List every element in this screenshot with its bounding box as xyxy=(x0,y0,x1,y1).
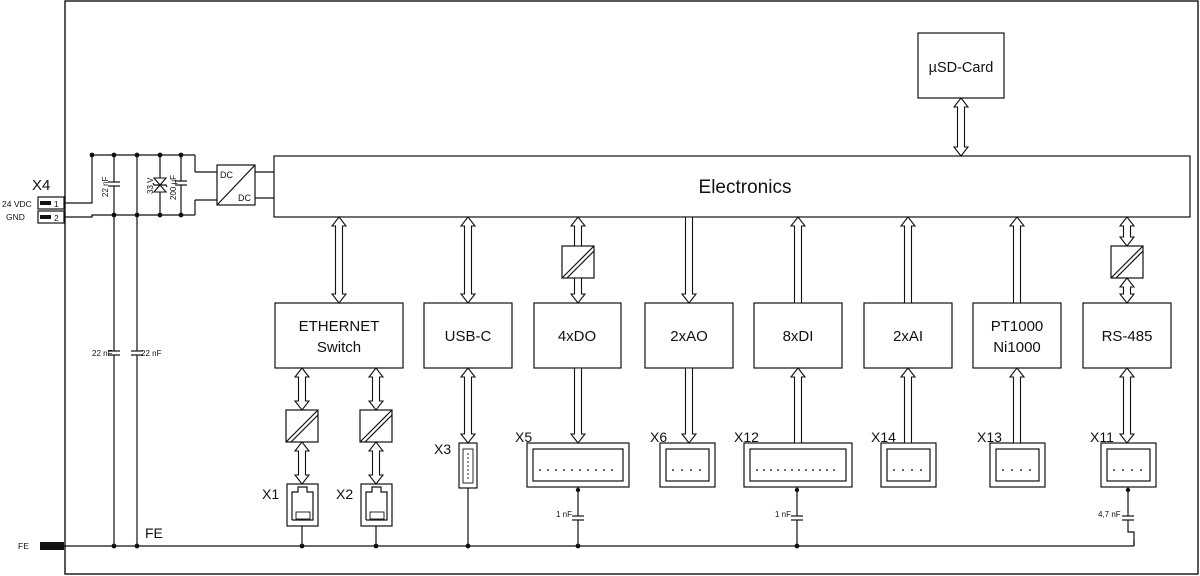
connector-x12-label: X12 xyxy=(734,429,759,445)
cap-22nf-label: 22 nF xyxy=(101,176,110,197)
arrow-do-x5 xyxy=(569,367,587,444)
signal-arrows xyxy=(293,97,1136,485)
device-frame xyxy=(64,0,1199,575)
module-rs485: RS-485 xyxy=(1082,302,1172,369)
connector-x4-label: X4 xyxy=(32,177,50,194)
connector-x5: X5 xyxy=(515,429,630,488)
fe-bus-label: FE xyxy=(145,525,163,541)
arrow-rs-mid xyxy=(1118,277,1136,304)
cap-200uf-label: 200 µF xyxy=(169,175,178,200)
arrow-eth1-b xyxy=(293,441,311,485)
cap-x12: 1 nF xyxy=(775,487,803,546)
module-ethernet-line1: ETHERNET xyxy=(299,318,380,335)
connector-x3-label: X3 xyxy=(434,441,451,457)
power-section: X4 24 VDC GND 1 2 22 nF 33 V xyxy=(2,152,274,546)
electronics-label: Electronics xyxy=(699,177,792,198)
connector-x11: X11 xyxy=(1090,429,1157,488)
module-ethernet-line2: Switch xyxy=(317,339,361,356)
module-8xdi: 8xDI xyxy=(753,302,843,369)
arrow-sd-electronics xyxy=(952,97,970,157)
arrow-di xyxy=(789,216,807,304)
arrow-ethernet xyxy=(330,216,348,304)
module-usb: USB-C xyxy=(423,302,513,369)
dcdc-output-label: DC xyxy=(238,193,251,203)
arrow-pt-x13 xyxy=(1008,367,1026,444)
dcdc-input-label: DC xyxy=(220,170,233,180)
dc-dc-converter: DC DC xyxy=(216,164,256,206)
fe-bus: FE FE xyxy=(18,525,1135,551)
sd-card-label: µSD-Card xyxy=(929,60,994,76)
module-rs485-label: RS-485 xyxy=(1102,328,1153,345)
cap-x5-label: 1 nF xyxy=(556,510,572,519)
connector-x3: X3 xyxy=(434,441,478,546)
arrow-do-mid xyxy=(569,277,587,304)
arrow-do-top xyxy=(569,216,587,247)
module-2xai: 2xAI xyxy=(863,302,953,369)
pin2-gnd-label: GND xyxy=(6,212,25,222)
connector-x1-label: X1 xyxy=(262,486,279,502)
cap-x11-label: 4,7 nF xyxy=(1098,510,1121,519)
arrow-rs-top xyxy=(1118,216,1136,247)
module-usb-label: USB-C xyxy=(445,328,492,345)
arrow-pt xyxy=(1008,216,1026,304)
cap-fe1-label: 22 nF xyxy=(92,349,113,358)
arrow-eth2-a xyxy=(367,367,385,411)
isolator-eth2 xyxy=(359,409,393,443)
connector-x13: X13 xyxy=(977,429,1046,488)
cap-x5: 1 nF xyxy=(556,487,584,546)
module-2xao-label: 2xAO xyxy=(670,328,708,345)
arrow-di-x12 xyxy=(789,367,807,444)
connector-x4: 1 2 xyxy=(37,196,65,224)
connector-x11-label: X11 xyxy=(1090,429,1114,445)
arrow-ao xyxy=(680,216,698,304)
arrow-rs-x11 xyxy=(1118,367,1136,444)
module-2xao: 2xAO xyxy=(644,302,734,369)
cap-fe2-label: 22 nF xyxy=(141,349,162,358)
module-4xdo: 4xDO xyxy=(533,302,622,369)
module-pt1000-line1: PT1000 xyxy=(991,318,1044,335)
isolator-eth1 xyxy=(285,409,319,443)
arrow-ao-x6 xyxy=(680,367,698,444)
cap-x12-label: 1 nF xyxy=(775,510,791,519)
module-4xdo-label: 4xDO xyxy=(558,328,596,345)
arrow-usb-x3 xyxy=(459,367,477,444)
connector-x12: X12 xyxy=(734,429,853,488)
connector-x2-label: X2 xyxy=(336,486,353,502)
connector-x1: X1 xyxy=(262,483,319,546)
connector-x2: X2 xyxy=(336,483,393,546)
fe-terminal xyxy=(40,542,64,550)
module-ethernet: ETHERNET Switch xyxy=(274,302,404,369)
arrow-ai xyxy=(899,216,917,304)
arrow-ai-x14 xyxy=(899,367,917,444)
arrow-usb xyxy=(459,216,477,304)
connector-x14: X14 xyxy=(871,429,937,488)
module-pt1000: PT1000 Ni1000 xyxy=(972,302,1062,369)
connector-x6: X6 xyxy=(650,429,716,488)
connector-x5-label: X5 xyxy=(515,429,532,445)
module-pt1000-line2: Ni1000 xyxy=(993,339,1041,356)
pin1-number: 1 xyxy=(54,199,59,209)
electronics-block xyxy=(273,155,1191,218)
module-8xdi-label: 8xDI xyxy=(783,328,814,345)
arrow-eth1-a xyxy=(293,367,311,411)
arrow-eth2-b xyxy=(367,441,385,485)
connector-x6-label: X6 xyxy=(650,429,667,445)
sd-card-block xyxy=(917,32,1005,99)
cap-x11: 4,7 nF xyxy=(1098,487,1135,546)
tvs-33v-label: 33 V xyxy=(146,177,155,194)
module-2xai-label: 2xAI xyxy=(893,328,923,345)
pin1-voltage-label: 24 VDC xyxy=(2,199,32,209)
isolator-rs485 xyxy=(1110,245,1144,279)
pin2-number: 2 xyxy=(54,213,59,223)
isolator-do xyxy=(561,245,595,279)
connector-x13-label: X13 xyxy=(977,429,1002,445)
connector-x14-label: X14 xyxy=(871,429,896,445)
fe-terminal-label: FE xyxy=(18,541,29,551)
